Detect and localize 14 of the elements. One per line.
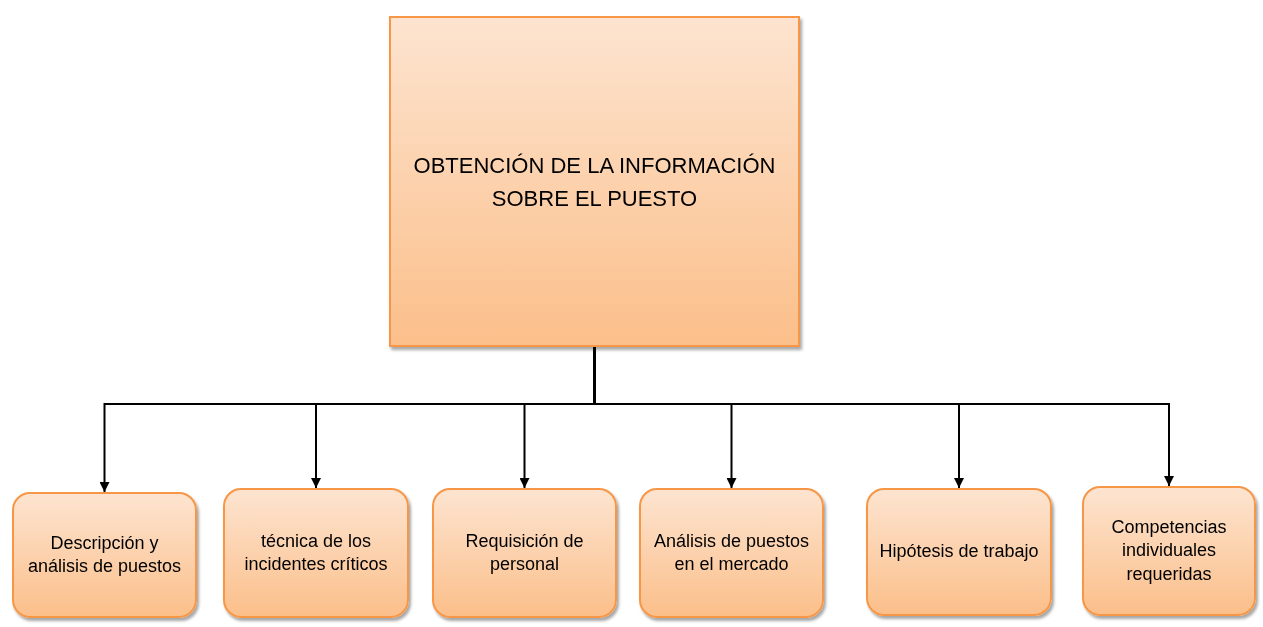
- process-box: [223, 488, 409, 618]
- process-box: [1082, 486, 1256, 616]
- box-text: técnica de los incidentes críticos: [243, 529, 389, 576]
- box-text: Análisis de puestos en el mercado: [652, 529, 811, 576]
- box-text: Descripción y análisis de puestos: [26, 531, 183, 578]
- box-text: Competencias individuales requeridas: [1110, 515, 1228, 586]
- main-box: [389, 16, 800, 347]
- box-text: Hipótesis de trabajo: [878, 540, 1040, 564]
- process-box: [12, 492, 197, 618]
- box-text: Requisición de personal: [464, 529, 585, 576]
- process-box: [866, 488, 1052, 616]
- process-box: [432, 488, 617, 618]
- process-box: [639, 488, 824, 618]
- box-text: OBTENCIÓN DE LA INFORMACIÓN SOBRE EL PUESTO: [412, 151, 777, 213]
